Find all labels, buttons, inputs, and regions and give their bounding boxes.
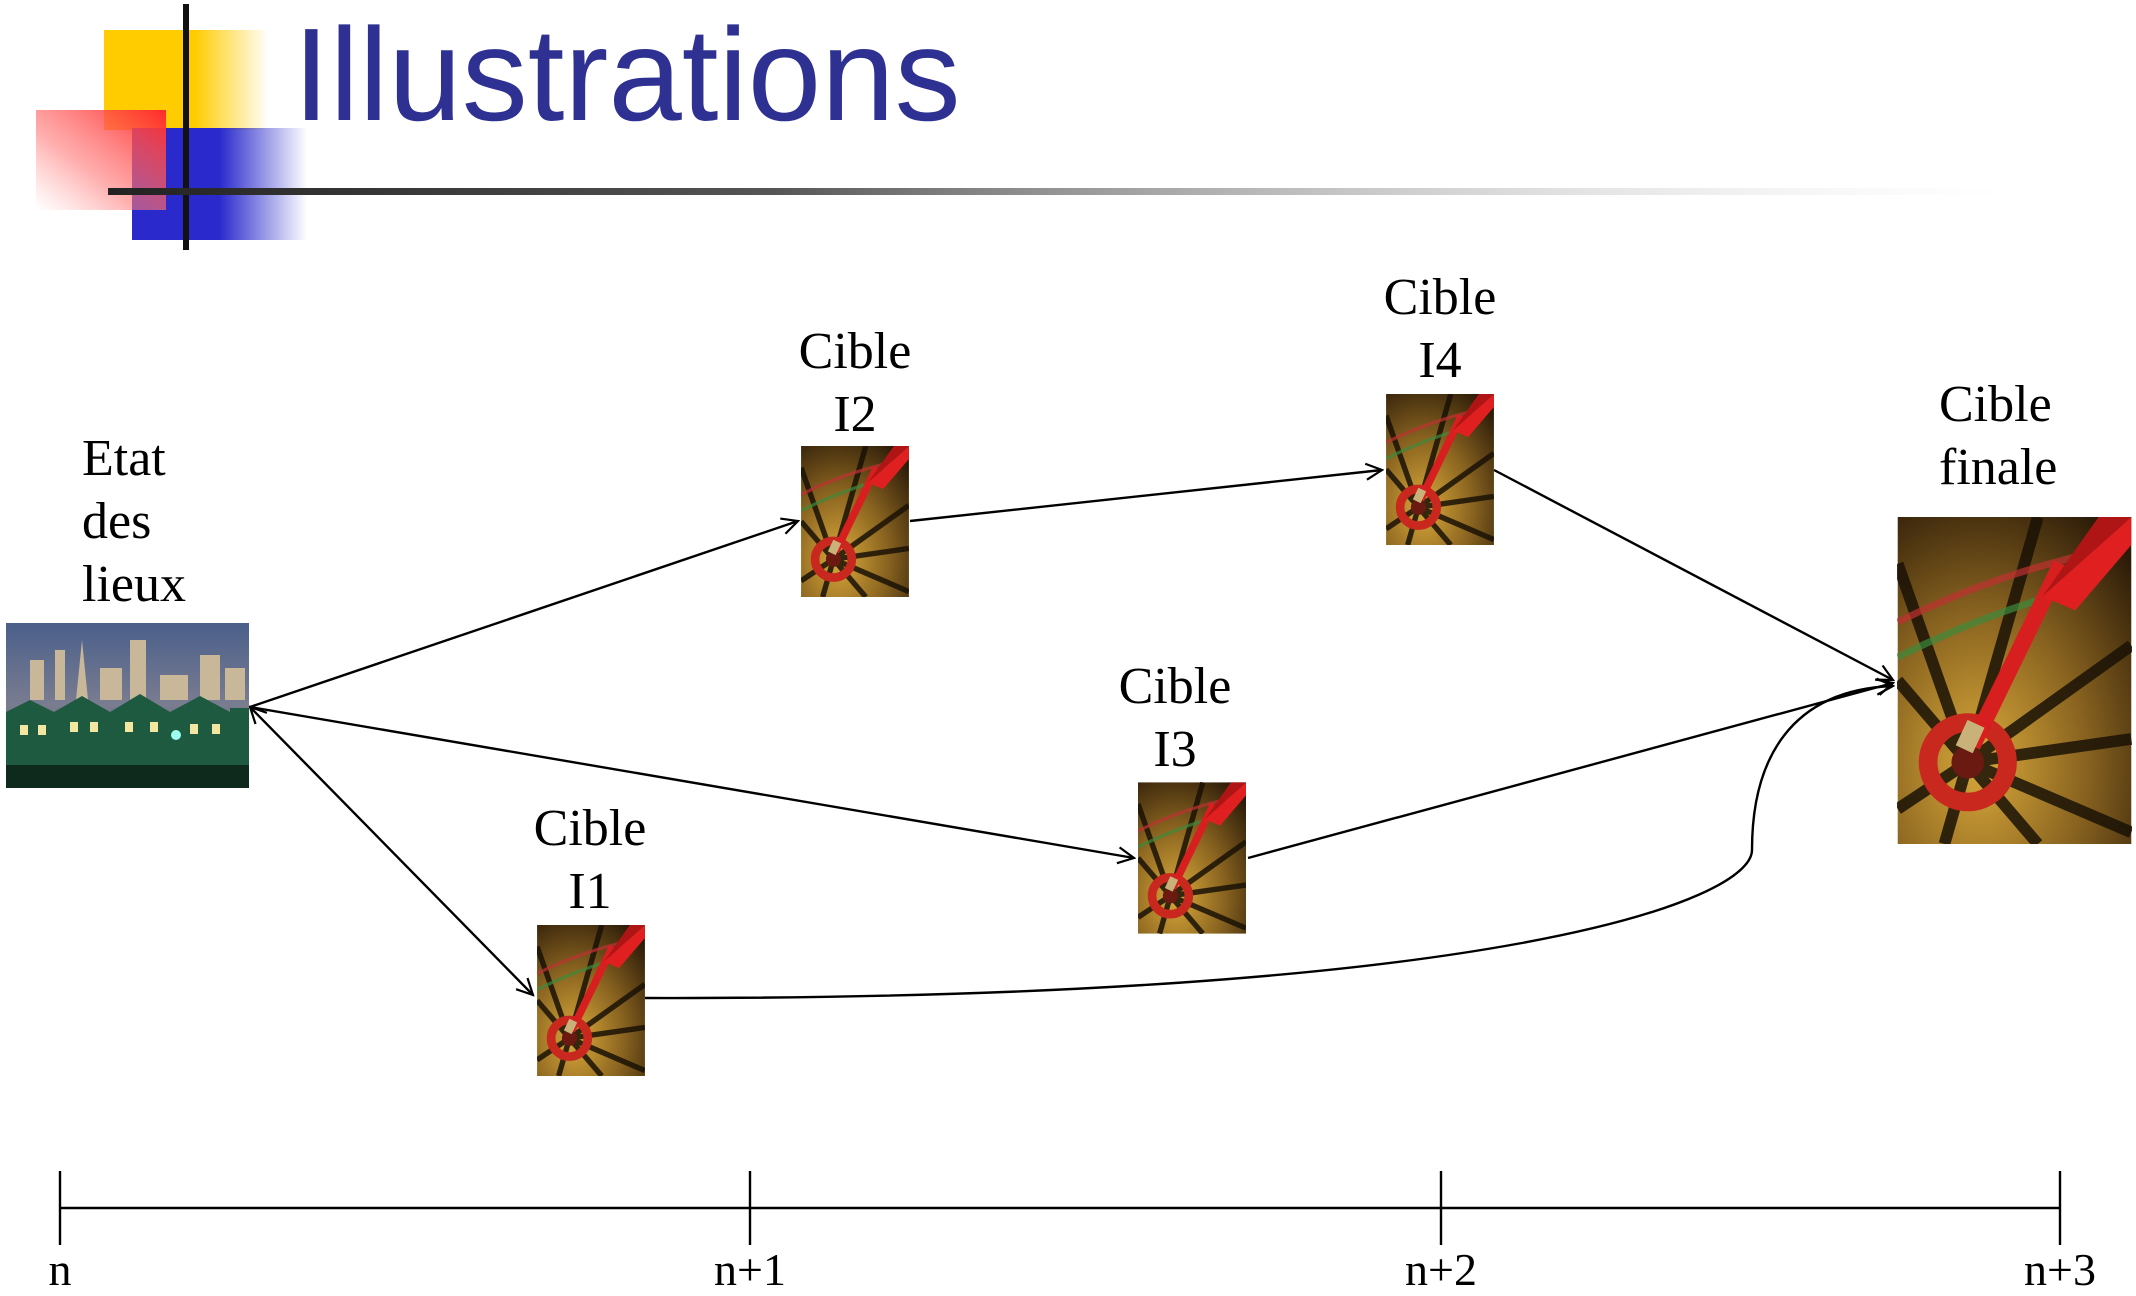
edge-i2-to-i4 bbox=[909, 470, 1382, 523]
label-line: I1 bbox=[568, 863, 612, 920]
page-title: Illustrations bbox=[293, 1, 961, 148]
dartboard-image-i1 bbox=[537, 925, 645, 1076]
target-i2-label: Cible I2 bbox=[775, 320, 935, 446]
label-line: des bbox=[82, 493, 152, 550]
timeline-label-n2: n+2 bbox=[1405, 1244, 1477, 1295]
timeline-label-n1: n+1 bbox=[714, 1244, 786, 1295]
label-line: Cible bbox=[533, 800, 647, 857]
edge-i4-to-final bbox=[1493, 468, 1893, 680]
label-line: Cible bbox=[1118, 658, 1232, 715]
edge-i1-to-final bbox=[644, 686, 1893, 1000]
target-i1-label: Cible I1 bbox=[510, 797, 670, 923]
label-line: I3 bbox=[1153, 721, 1197, 778]
start-node-label: Etat des lieux bbox=[82, 427, 186, 616]
dartboard-image-i4 bbox=[1386, 394, 1494, 545]
dartboard-image-i2 bbox=[801, 446, 909, 597]
timeline-label-n3: n+3 bbox=[2024, 1244, 2096, 1295]
target-i3-label: Cible I3 bbox=[1095, 655, 1255, 781]
dartboard-image-i3 bbox=[1138, 782, 1246, 933]
label-line: Cible bbox=[1383, 269, 1497, 326]
edge-start-to-i2 bbox=[249, 521, 798, 709]
target-i4-label: Cible I4 bbox=[1360, 266, 1520, 392]
timeline bbox=[58, 1171, 2062, 1245]
label-line: I4 bbox=[1418, 332, 1462, 389]
label-line: I2 bbox=[833, 386, 877, 443]
target-final-label: Cible finale bbox=[1939, 373, 2057, 499]
label-line: Cible bbox=[1939, 376, 2052, 433]
edges bbox=[249, 468, 1893, 1000]
edge-start-to-i1 bbox=[250, 707, 533, 995]
city-skyline-houses-image bbox=[6, 623, 249, 788]
label-line: Cible bbox=[798, 323, 912, 380]
timeline-label-n: n bbox=[48, 1244, 72, 1295]
label-line: Etat bbox=[82, 430, 166, 487]
dartboard-image-final bbox=[1898, 517, 2132, 844]
label-line: finale bbox=[1939, 439, 2058, 496]
edge-i3-to-final bbox=[1247, 683, 1893, 860]
edge-start-to-i3 bbox=[249, 705, 1134, 858]
header-decoration bbox=[36, 4, 2008, 250]
label-line: lieux bbox=[82, 556, 186, 613]
